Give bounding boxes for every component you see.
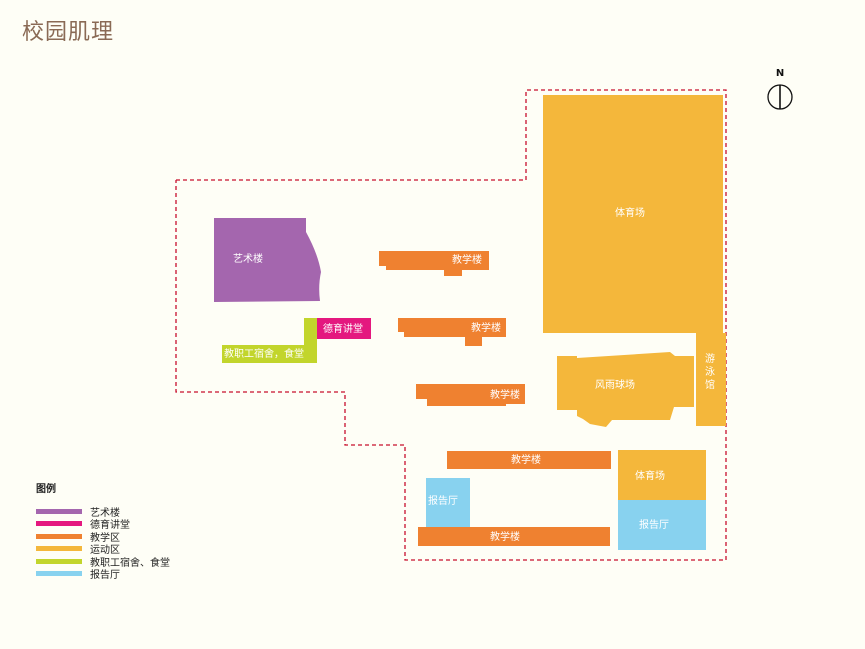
teaching-building-4	[447, 451, 611, 469]
lecture-hall-1-label: 报告厅	[428, 494, 458, 507]
legend-item: 报告厅	[36, 568, 170, 581]
legend-label: 德育讲堂	[90, 520, 130, 532]
legend-item: 艺术楼	[36, 505, 170, 519]
teaching-building-3	[416, 384, 525, 406]
sports-field-2-label: 体育场	[635, 469, 665, 482]
teaching-building-5	[418, 527, 610, 546]
dorm-canteen-block	[222, 318, 317, 363]
teaching-building-2	[398, 318, 506, 346]
legend-item: 教学区	[36, 530, 170, 544]
teaching-building-4-label: 教学楼	[511, 453, 541, 466]
legend-item: 运动区	[36, 543, 170, 556]
legend-label: 艺术楼	[90, 507, 120, 519]
teaching-building-1-label: 教学楼	[452, 253, 482, 266]
legend-swatch	[36, 571, 82, 577]
legend: 图例 艺术楼 德育讲堂 教学区 运动区 教职工宿舍、食堂 报告厅	[36, 480, 170, 581]
legend-title: 图例	[36, 484, 56, 495]
art-building-label: 艺术楼	[233, 252, 263, 265]
legend-swatch	[36, 508, 82, 514]
pool-label-3: 馆	[705, 378, 715, 391]
page-title: 校园肌理	[22, 20, 115, 45]
compass-label: N	[776, 68, 784, 79]
legend-swatch	[36, 546, 82, 552]
north-compass-icon: N	[767, 68, 793, 110]
dorm-canteen-label: 教职工宿舍，食堂	[224, 347, 304, 360]
campus-boundary	[175, 89, 727, 561]
sports-field-2-block	[618, 450, 706, 500]
stadium-label: 体育场	[615, 206, 645, 219]
moral-hall-label: 德育讲堂	[323, 322, 363, 335]
legend-label: 教职工宿舍、食堂	[90, 557, 170, 569]
pool-block	[696, 333, 726, 426]
moral-hall-block	[317, 318, 371, 339]
legend-label: 报告厅	[90, 570, 120, 582]
teaching-building-3-label: 教学楼	[490, 388, 520, 401]
legend-swatch	[36, 533, 82, 539]
pool-label-2: 泳	[705, 366, 715, 378]
lecture-hall-2-block	[618, 500, 706, 550]
covered-court-label: 风雨球场	[595, 378, 635, 391]
legend-item: 德育讲堂	[36, 518, 170, 531]
legend-label: 运动区	[90, 545, 120, 557]
lecture-hall-2-label: 报告厅	[639, 518, 669, 531]
legend-label: 教学区	[90, 532, 120, 544]
teaching-building-5-label: 教学楼	[490, 530, 520, 543]
art-building-block	[214, 218, 321, 302]
teaching-building-1	[379, 251, 489, 276]
stadium-block	[543, 95, 723, 333]
legend-item: 教职工宿舍、食堂	[36, 555, 170, 569]
pool-label-1: 游	[705, 352, 715, 365]
legend-swatch	[36, 558, 82, 564]
covered-court-block	[557, 352, 694, 427]
lecture-hall-1-block	[426, 478, 470, 528]
legend-swatch	[36, 521, 82, 527]
teaching-building-2-label: 教学楼	[471, 321, 501, 334]
